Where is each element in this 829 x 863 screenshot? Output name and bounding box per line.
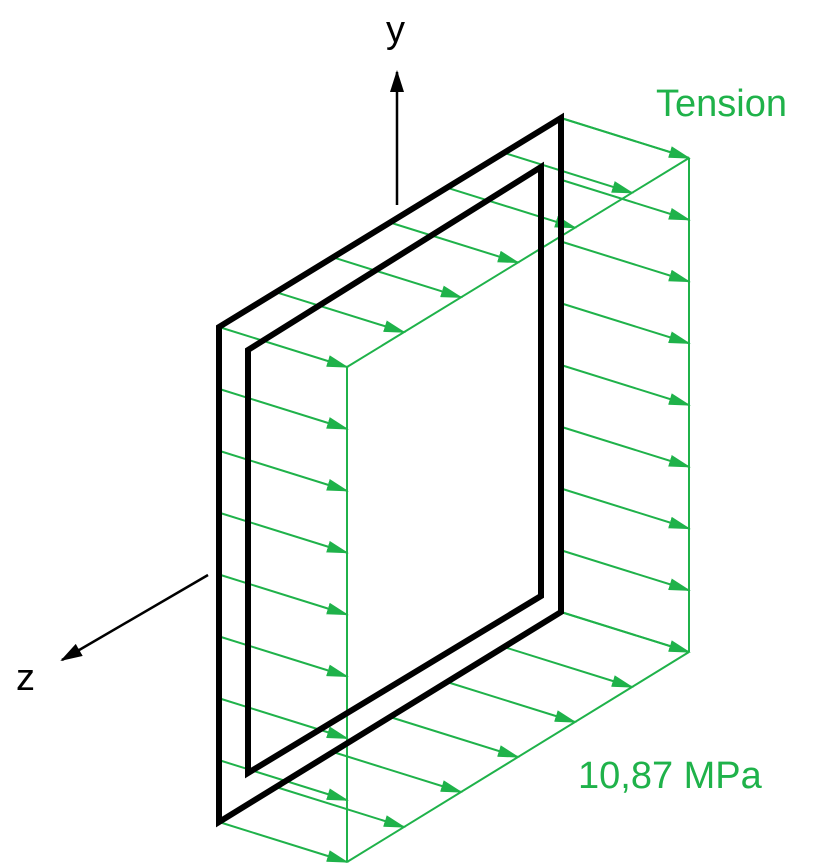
stress-arrow bbox=[560, 549, 691, 592]
outer-wall bbox=[216, 112, 564, 828]
stress-arrow bbox=[389, 221, 520, 264]
stress-arrow bbox=[218, 635, 349, 678]
stress-arrow bbox=[218, 511, 349, 554]
stress-arrow bbox=[332, 256, 463, 299]
stress-arrow bbox=[218, 697, 349, 740]
stress-arrows bbox=[218, 117, 691, 863]
stress-arrow bbox=[218, 573, 349, 616]
stress-arrow bbox=[503, 646, 634, 688]
stress-arrow bbox=[218, 449, 349, 492]
stress-arrow bbox=[560, 364, 691, 406]
stress-arrow bbox=[560, 425, 691, 468]
stress-arrow bbox=[218, 387, 349, 430]
z-axis-label: z bbox=[16, 657, 35, 699]
coordinate-axes bbox=[60, 70, 404, 662]
stress-value-label: 10,87 MPa bbox=[578, 755, 763, 797]
stress-arrow bbox=[446, 186, 577, 229]
stress-arrow bbox=[560, 240, 691, 283]
stress-arrow bbox=[560, 178, 691, 221]
stress-arrow bbox=[560, 611, 691, 653]
stress-arrow bbox=[503, 151, 634, 194]
stress-block-outline bbox=[346, 117, 690, 863]
stress-arrow bbox=[332, 751, 463, 793]
stress-arrow bbox=[218, 326, 349, 368]
stress-arrow bbox=[560, 117, 691, 159]
stress-arrow bbox=[218, 821, 349, 863]
stress-arrow bbox=[275, 786, 406, 828]
cross-section bbox=[216, 112, 564, 828]
stress-arrow bbox=[446, 681, 577, 723]
stress-arrow bbox=[560, 302, 691, 345]
stress-arrow bbox=[275, 291, 406, 334]
stress-arrow bbox=[389, 716, 520, 758]
z-axis-arrow bbox=[60, 573, 209, 662]
inner-wall bbox=[245, 161, 544, 779]
stress-arrow bbox=[560, 487, 691, 530]
stress-type-label: Tension bbox=[656, 83, 787, 125]
y-axis-label: y bbox=[386, 9, 405, 51]
